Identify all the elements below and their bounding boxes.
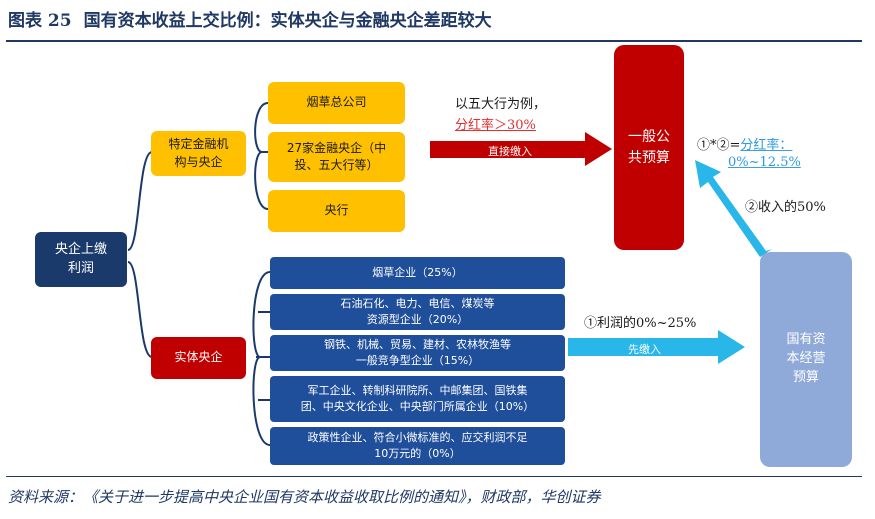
direct-arrow-label: 直接缴入 [488, 145, 532, 158]
formula-part-b: 分红率： [740, 138, 793, 153]
financial-item-central-bank: 央行 [268, 190, 405, 232]
entity-item-resource: 石油石化、电力、电信、煤炭等 资源型企业（20%） [270, 294, 565, 330]
root-to-entity-line [127, 261, 153, 358]
first-arrow [568, 330, 745, 364]
formula-note: ①*②=分红率： [697, 134, 792, 153]
figure-title: 图表 25 国有资本收益上交比例：实体央企与金融央企差距较大 [8, 6, 492, 31]
profit-percent-note: ①利润的0%~25% [584, 316, 697, 331]
entity-item-tobacco: 烟草企业（25%） [270, 257, 565, 289]
entity-item-competitive: 钢铁、机械、贸易、建材、农林牧渔等 一般竞争型企业（15%） [270, 335, 565, 371]
income-half-note: ②收入的50% [745, 200, 826, 215]
general-public-budget: 一般公 共预算 [614, 45, 684, 250]
direct-arrow [430, 132, 612, 166]
figure-number: 图表 25 [8, 11, 72, 31]
root-node: 央企上缴 利润 [35, 232, 127, 287]
dividend-ratio-note: 分红率＞30% [455, 118, 536, 133]
financial-item-tobacco: 烟草总公司 [268, 82, 405, 124]
source-note: 资料来源：《关于进一步提高中央企业国有资本收益收取比例的通知》，财政部，华创证券 [8, 488, 601, 506]
figure-title-text: 国有资本收益上交比例：实体央企与金融央企差距较大 [83, 11, 492, 31]
title-rule [6, 40, 862, 42]
entity-to-items-bracket [252, 271, 271, 446]
root-to-financial-line [127, 151, 153, 251]
five-banks-note: 以五大行为例， [455, 97, 547, 112]
entity-branch-node: 实体央企 [151, 337, 246, 379]
transfer-arrow [695, 160, 772, 257]
financial-item-27-soes: 27家金融央企（中 投、五大行等） [268, 132, 405, 182]
financial-to-items-bracket [254, 102, 269, 210]
state-capital-budget: 国有资 本经营 预算 [760, 252, 852, 467]
entity-item-policy: 政策性企业、符合小微标准的、应交利润不足 10万元的（0%） [270, 427, 565, 465]
financial-branch-node: 特定金融机 构与央企 [151, 131, 246, 176]
formula-range-note: 0%~12.5% [728, 155, 801, 170]
first-arrow-label: 先缴入 [628, 343, 661, 356]
entity-item-military: 军工企业、转制科研院所、中邮集团、国铁集 团、中央文化企业、中央部门所属企业（1… [270, 376, 565, 422]
formula-part-a: ①*②= [697, 138, 741, 153]
source-rule [6, 476, 862, 477]
